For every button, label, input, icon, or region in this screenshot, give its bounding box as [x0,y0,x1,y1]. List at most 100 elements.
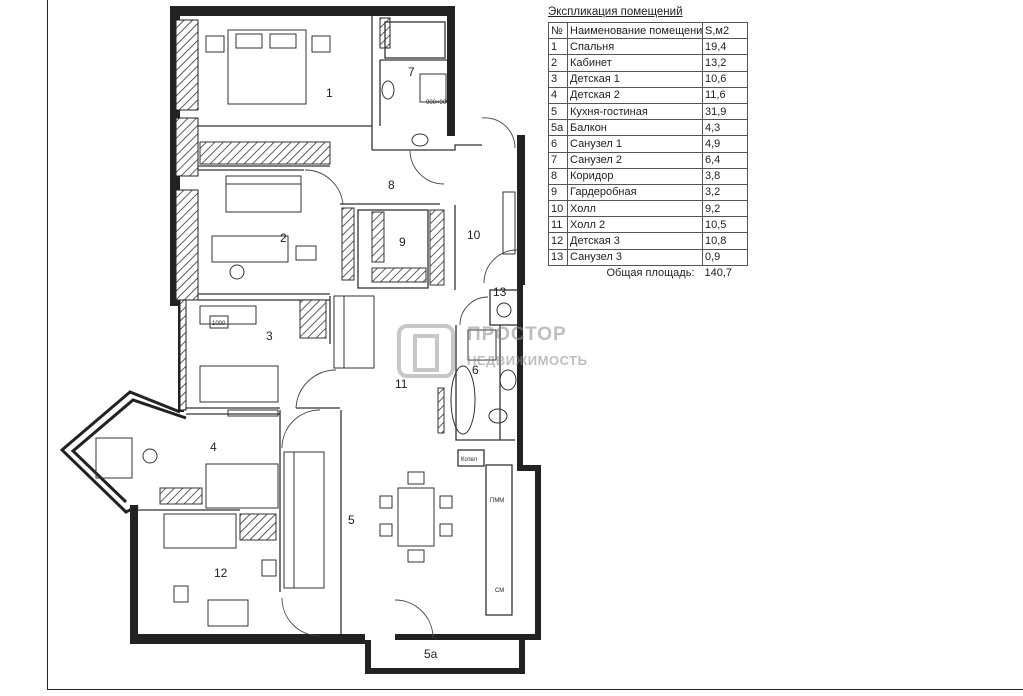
appliance-tags: Котел ПММ СМ 900×900 1000 [212,100,504,594]
schedule-cell-area: 13,2 [702,54,748,72]
label-room-8: 8 [388,178,395,192]
bay-window [59,390,187,514]
schedule-cell-num: 5 [548,102,568,121]
label-room-4: 4 [210,440,217,454]
furniture [95,29,517,627]
schedule-cell-num: 4 [548,86,568,104]
label-room-2: 2 [280,231,287,245]
schedule-cell-name: Кабинет [567,54,703,72]
schedule-cell-area: 4,9 [702,135,748,153]
schedule-cell-name: Спальня [567,38,703,56]
watermark-logo-icon [397,324,455,378]
door-swings [281,117,518,639]
schedule-cell-num: 6 [548,135,568,153]
schedule-cell-name: Холл [567,200,703,218]
frame-left-border [47,0,48,690]
schedule-cell-num: 5а [548,119,568,137]
schedule-cell-num: 12 [548,232,568,250]
schedule-cell-area: 19,4 [702,38,748,56]
schedule-cell-area: 4,3 [702,119,748,137]
watermark: ПРОСТОР НЕДВИЖИМОСТЬ [395,320,635,380]
schedule-cell-name: Кухня-гостиная [567,102,703,121]
watermark-line-2: НЕДВИЖИМОСТЬ [467,353,588,368]
schedule-cell-area: 11,6 [702,86,748,104]
label-room-13: 13 [493,285,507,299]
schedule-cell-area: 3,8 [702,167,748,185]
label-room-10: 10 [467,228,481,242]
label-room-12: 12 [214,566,228,580]
schedule-cell-name: Коридор [567,167,703,185]
washer-tag: СМ [495,588,504,594]
label-room-7: 7 [408,65,415,79]
schedule-cell-area: 9,2 [702,200,748,218]
dishwasher-tag: ПММ [490,498,504,504]
label-room-11: 11 [395,377,408,391]
label-room-5a: 5а [424,647,438,661]
schedule-cell-area: 31,9 [702,102,748,121]
schedule-cell-name: Санузел 2 [567,151,703,169]
header-area: S,м2 [702,21,748,40]
schedule-cell-name: Детская 3 [567,232,703,250]
schedule-cell-area: 10,5 [702,216,748,234]
schedule-cell-area: 3,2 [702,183,748,202]
schedule-cell-name: Санузел 3 [567,248,703,266]
label-room-5: 5 [348,513,355,527]
total-value: 140,7 [704,267,733,280]
header-num: № [548,21,568,40]
schedule-cell-num: 9 [548,183,568,202]
shower-tag: 900×900 [426,100,450,106]
schedule-cell-name: Детская 1 [567,70,703,88]
schedule-cell-num: 3 [548,70,568,88]
header-name: Наименование помещения [567,21,703,40]
schedule-cell-num: 8 [548,167,568,185]
schedule-cell-num: 7 [548,151,568,169]
interior-walls [138,16,519,634]
table-tag: 1000 [212,321,226,327]
schedule-cell-num: 10 [548,200,568,218]
boiler-tag: Котел [461,457,478,463]
label-room-1: 1 [326,86,333,100]
total-label: Общая площадь: [606,267,695,280]
frame-bottom-border [47,689,1023,690]
watermark-line-1: ПРОСТОР [467,324,567,345]
schedule-cell-name: Детская 2 [567,86,703,104]
label-room-6: 6 [472,363,479,377]
schedule-cell-name: Гардеробная [567,183,703,202]
schedule-cell-area: 10,8 [702,232,748,250]
schedule-cell-area: 0,9 [702,248,748,266]
room-numbers: 1 2 3 4 5 5а 6 7 8 9 10 11 12 13 [210,65,507,661]
schedule-cell-name: Холл 2 [567,216,703,234]
window-niches [175,17,391,411]
room-schedule-title: Экспликация помещений [548,6,683,18]
schedule-cell-num: 13 [548,248,568,266]
schedule-total-row: Общая площадь: 140,7 [549,265,748,281]
schedule-cell-num: 1 [548,38,568,56]
schedule-cell-area: 6,4 [702,151,748,169]
schedule-cell-area: 10,6 [702,70,748,88]
schedule-header-row: № Наименование помещения S,м2 [548,21,748,40]
schedule-cell-name: Санузел 1 [567,135,703,153]
schedule-cell-num: 2 [548,54,568,72]
outer-walls [130,6,541,674]
label-room-9: 9 [399,235,406,249]
room-schedule: Экспликация помещений № Наименование пом… [548,5,748,281]
schedule-cell-name: Балкон [567,119,703,137]
schedule-cell-num: 11 [548,216,568,234]
